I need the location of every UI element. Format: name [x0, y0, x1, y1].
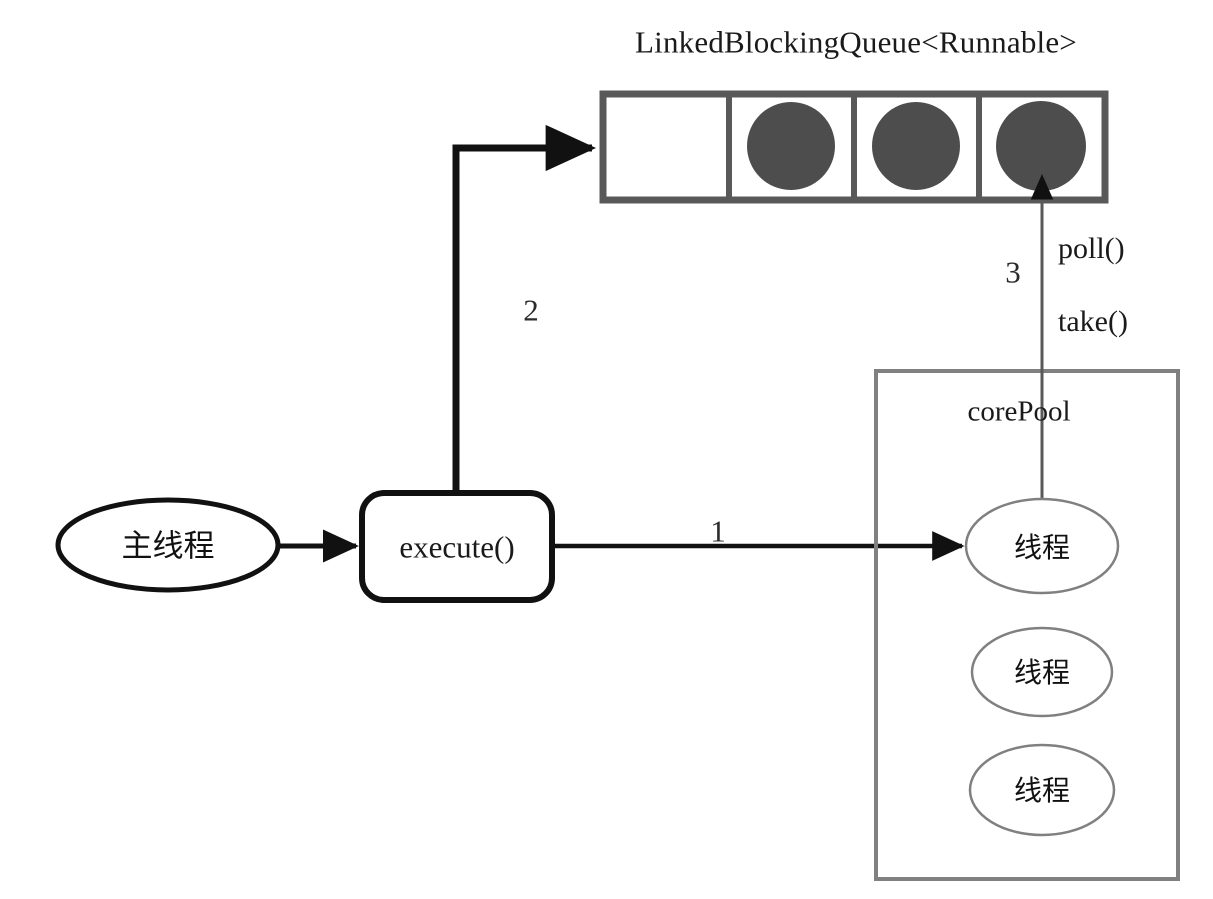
- execute-group: [359, 490, 555, 603]
- edge-label-step-three: 3: [1005, 254, 1021, 290]
- queue-group: [599, 90, 1109, 204]
- main-thread-label: 主线程: [121, 528, 215, 565]
- main-thread-group: [55, 497, 281, 593]
- edge-execute-to-queue: [452, 124, 597, 494]
- thread-ellipse-1: [964, 497, 1120, 595]
- poll-method-label: poll(): [1058, 232, 1125, 265]
- main-thread-ellipse: [55, 497, 281, 593]
- execute-box: [359, 490, 555, 603]
- edge-label-step-two: 2: [523, 292, 539, 328]
- take-method-label: take(): [1058, 305, 1128, 338]
- core-pool-label: corePool: [967, 395, 1071, 428]
- thread-label-1: 线程: [1013, 531, 1071, 564]
- queue-task-token-4: [996, 101, 1086, 191]
- queue-task-token-3: [872, 102, 960, 190]
- thread-ellipse-3: [968, 743, 1116, 837]
- edge-execute-to-queue-path: [452, 124, 597, 494]
- thread-ellipses-group: [964, 497, 1120, 837]
- queue-title: LinkedBlockingQueue<Runnable>: [635, 24, 1077, 60]
- execute-label: execute(): [399, 529, 515, 565]
- core-pool-frame: [874, 369, 1180, 881]
- core-pool-group: [874, 369, 1180, 881]
- edge-label-step-one: 1: [710, 513, 726, 549]
- thread-label-3: 线程: [1013, 774, 1071, 807]
- queue-task-token-2: [747, 102, 835, 190]
- thread-label-2: 线程: [1013, 656, 1071, 689]
- thread-ellipse-2: [970, 626, 1114, 718]
